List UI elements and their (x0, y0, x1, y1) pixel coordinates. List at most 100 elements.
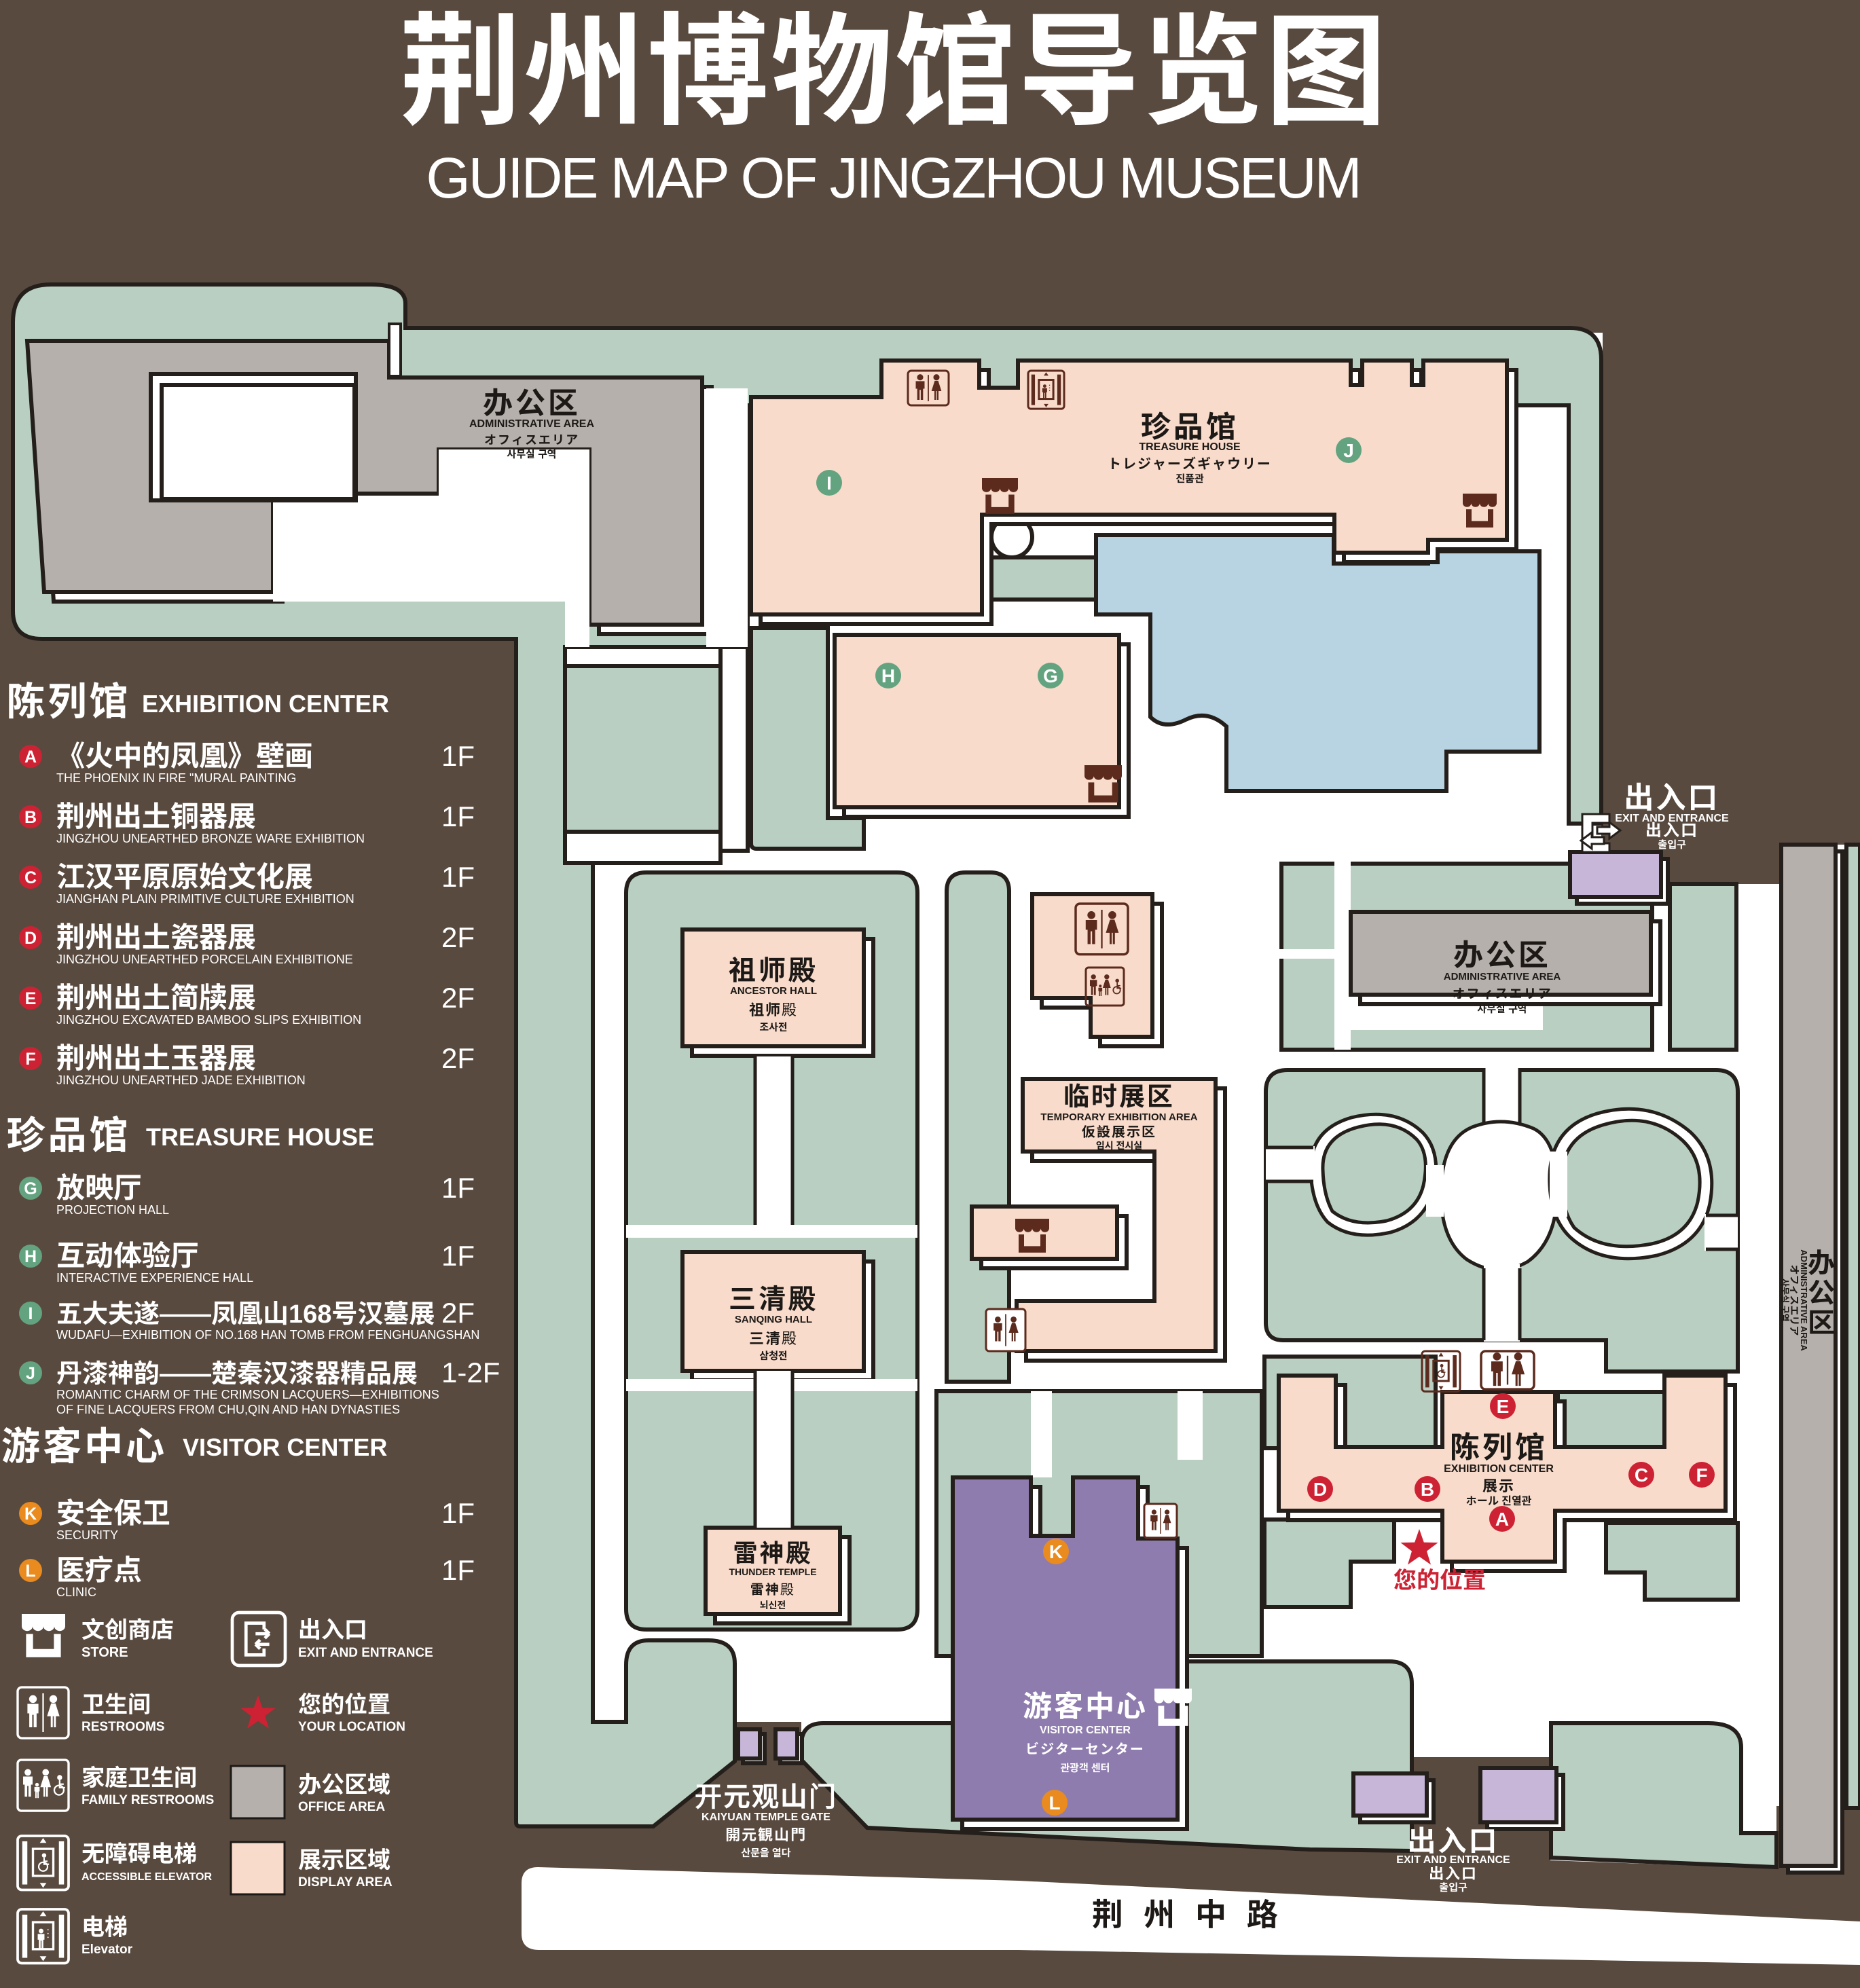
svg-text:開元観山門: 開元観山門 (725, 1826, 807, 1843)
svg-text:TEMPORARY EXHIBITION AREA: TEMPORARY EXHIBITION AREA (1040, 1111, 1197, 1123)
svg-text:F: F (25, 1050, 35, 1069)
svg-text:荆州出土简牍展: 荆州出土简牍展 (56, 982, 256, 1014)
svg-text:公: 公 (1808, 1278, 1835, 1308)
svg-text:1F: 1F (441, 740, 475, 772)
svg-text:FAMILY RESTROOMS: FAMILY RESTROOMS (81, 1793, 214, 1807)
svg-text:三清殿: 三清殿 (749, 1330, 798, 1347)
svg-text:H: H (24, 1247, 37, 1266)
svg-text:1F: 1F (441, 1172, 475, 1204)
svg-text:雷神殿: 雷神殿 (750, 1582, 795, 1598)
svg-text:EXIT AND ENTRANCE: EXIT AND ENTRANCE (298, 1646, 433, 1660)
svg-text:RESTROOMS: RESTROOMS (81, 1720, 164, 1734)
svg-text:トレジャーズギャウリー: トレジャーズギャウリー (1108, 456, 1272, 472)
svg-text:ROMANTIC CHARM OF THE CRIMSON: ROMANTIC CHARM OF THE CRIMSON LACQUERS—E… (56, 1388, 439, 1401)
svg-text:TREASURE HOUSE: TREASURE HOUSE (1139, 441, 1241, 453)
svg-text:D: D (24, 929, 37, 948)
svg-text:사무실 구역: 사무실 구역 (1780, 1278, 1790, 1321)
svg-text:GUIDE MAP OF JINGZHOU MUSEUM: GUIDE MAP OF JINGZHOU MUSEUM (426, 146, 1360, 210)
svg-text:ホール 진열관: ホール 진열관 (1466, 1495, 1532, 1507)
svg-text:EXHIBITION CENTER: EXHIBITION CENTER (1444, 1463, 1554, 1475)
svg-text:展示区域: 展示区域 (298, 1847, 390, 1873)
svg-text:관광객 센터: 관광객 센터 (1060, 1763, 1110, 1774)
svg-text:荆州博物馆导览图: 荆州博物馆导览图 (400, 4, 1389, 140)
svg-text:展示: 展示 (1482, 1477, 1515, 1494)
svg-text:荆州出土铜器展: 荆州出土铜器展 (56, 800, 256, 832)
svg-text:J: J (1343, 440, 1354, 461)
svg-text:SECURITY: SECURITY (56, 1528, 118, 1542)
svg-text:办: 办 (1808, 1249, 1835, 1278)
svg-text:1-2F: 1-2F (441, 1357, 500, 1388)
svg-text:OF FINE LACQUERS FROM CHU,QIN: OF FINE LACQUERS FROM CHU,QIN AND HAN DY… (56, 1403, 400, 1416)
svg-text:您的位置: 您的位置 (298, 1692, 390, 1718)
svg-text:삼청전: 삼청전 (759, 1350, 787, 1362)
svg-text:文创商店: 文创商店 (81, 1617, 174, 1643)
svg-text:您的位置: 您的位置 (1393, 1568, 1486, 1594)
svg-text:H: H (881, 665, 895, 686)
svg-text:出入口: 出入口 (298, 1617, 367, 1643)
svg-text:B: B (1421, 1479, 1434, 1500)
svg-text:THE PHOENIX IN FIRE "MURAL PAI: THE PHOENIX IN FIRE "MURAL PAINTING (56, 771, 296, 785)
svg-text:D: D (1313, 1479, 1327, 1500)
svg-text:JINGZHOU EXCAVATED BAMBOO SLIP: JINGZHOU EXCAVATED BAMBOO SLIPS EXHIBITI… (56, 1013, 361, 1027)
svg-text:INTERACTIVE EXPERIENCE HALL: INTERACTIVE EXPERIENCE HALL (56, 1271, 253, 1285)
svg-text:2F: 2F (441, 1042, 475, 1074)
svg-text:ADMINISTRATIVE AREA: ADMINISTRATIVE AREA (469, 418, 594, 430)
svg-text:区: 区 (1808, 1308, 1835, 1338)
svg-text:1F: 1F (441, 800, 475, 832)
svg-text:1F: 1F (441, 1554, 475, 1586)
svg-text:珍品馆: 珍品馆 (7, 1114, 131, 1158)
svg-text:ADMINISTRATIVE AREA: ADMINISTRATIVE AREA (1444, 971, 1561, 982)
svg-text:KAIYUAN TEMPLE GATE: KAIYUAN TEMPLE GATE (701, 1811, 831, 1823)
svg-text:PROJECTION HALL: PROJECTION HALL (56, 1203, 169, 1217)
svg-text:办公区: 办公区 (483, 387, 581, 420)
svg-text:L: L (25, 1562, 35, 1581)
svg-text:开元观山门: 开元观山门 (695, 1782, 837, 1812)
svg-text:Elevator: Elevator (81, 1943, 133, 1957)
svg-text:C: C (1635, 1465, 1648, 1486)
svg-text:F: F (1696, 1465, 1707, 1486)
svg-text:办公区: 办公区 (1453, 939, 1551, 972)
svg-text:1F: 1F (441, 861, 475, 893)
svg-text:江汉平原原始文化展: 江汉平原原始文化展 (56, 861, 313, 893)
svg-text:オフィスエリア: オフィスエリア (484, 433, 579, 447)
svg-text:出入口: 出入口 (1624, 781, 1720, 815)
svg-text:산문을 열다: 산문을 열다 (741, 1847, 790, 1859)
svg-text:THUNDER TEMPLE: THUNDER TEMPLE (729, 1566, 816, 1577)
svg-text:SANQING HALL: SANQING HALL (735, 1314, 812, 1325)
svg-text:EXIT AND ENTRANCE: EXIT AND ENTRANCE (1396, 1854, 1510, 1866)
svg-text:陈列馆: 陈列馆 (7, 680, 131, 724)
svg-text:TREASURE HOUSE: TREASURE HOUSE (146, 1123, 374, 1151)
svg-text:I: I (29, 1304, 33, 1323)
svg-text:ADMINISTRATIVE AREA: ADMINISTRATIVE AREA (1799, 1249, 1809, 1351)
svg-text:E: E (25, 989, 37, 1008)
svg-text:互动体验厅: 互动体验厅 (56, 1240, 199, 1272)
svg-text:安全保卫: 安全保卫 (56, 1497, 170, 1529)
svg-text:JINGZHOU UNEARTHED JADE EXHIBI: JINGZHOU UNEARTHED JADE EXHIBITION (56, 1073, 306, 1087)
svg-text:C: C (24, 868, 37, 887)
svg-text:ビジターセンター: ビジターセンター (1025, 1742, 1145, 1757)
svg-text:放映厅: 放映厅 (56, 1172, 142, 1204)
svg-text:1F: 1F (441, 1497, 475, 1529)
svg-text:WUDAFU—EXHIBITION OF NO.168 HA: WUDAFU—EXHIBITION OF NO.168 HAN TOMB FRO… (56, 1328, 479, 1342)
svg-text:临时展区: 临时展区 (1063, 1083, 1175, 1111)
svg-text:1F: 1F (441, 1240, 475, 1272)
svg-text:家庭卫生间: 家庭卫生间 (81, 1765, 197, 1791)
svg-text:EXIT AND ENTRANCE: EXIT AND ENTRANCE (1615, 813, 1729, 824)
svg-text:珍品馆: 珍品馆 (1141, 411, 1239, 444)
svg-text:I: I (826, 473, 832, 494)
svg-text:ANCESTOR HALL: ANCESTOR HALL (730, 985, 817, 997)
svg-text:医疗点: 医疗点 (56, 1554, 142, 1586)
svg-text:E: E (1497, 1396, 1510, 1417)
svg-text:卫生间: 卫生间 (81, 1692, 151, 1718)
svg-text:オフィスエリア: オフィスエリア (1452, 987, 1552, 1001)
svg-text:G: G (1043, 665, 1058, 686)
svg-text:뇌신전: 뇌신전 (760, 1600, 786, 1610)
svg-text:无障碍电梯: 无障碍电梯 (81, 1841, 197, 1867)
svg-text:游客中心: 游客中心 (1023, 1691, 1148, 1723)
svg-text:YOUR LOCATION: YOUR LOCATION (298, 1720, 405, 1734)
svg-text:办公区域: 办公区域 (298, 1772, 390, 1798)
svg-text:仮設展示区: 仮設展示区 (1082, 1125, 1156, 1140)
svg-text:L: L (1048, 1792, 1060, 1814)
svg-text:JIANGHAN PLAIN PRIMITIVE CULTU: JIANGHAN PLAIN PRIMITIVE CULTURE EXHIBIT… (56, 892, 354, 906)
svg-text:祖师殿: 祖师殿 (729, 956, 818, 986)
